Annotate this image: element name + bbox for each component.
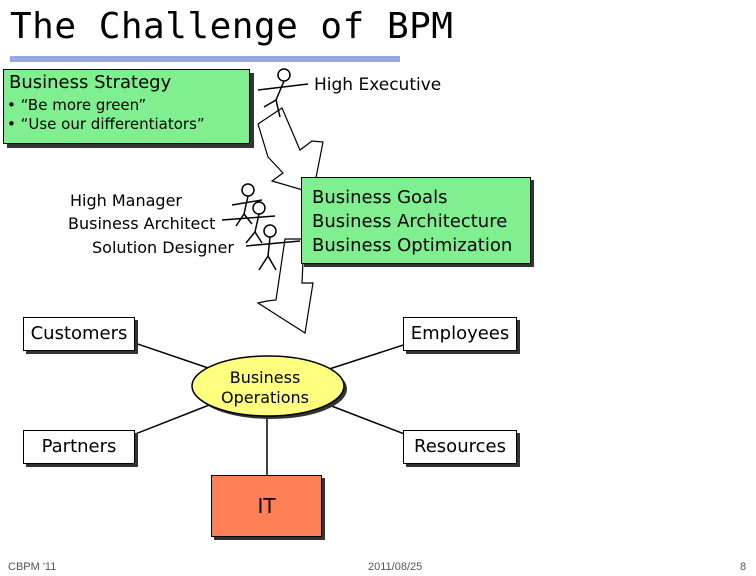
strategy-bullets: • “Be more green” • “Use our differentia…	[7, 96, 205, 134]
footer-date: 2011/08/25	[368, 561, 423, 573]
figure-designer	[245, 224, 301, 271]
partners-box: Partners	[23, 430, 135, 464]
line-to-resources	[315, 399, 421, 441]
resources-box: Resources	[403, 430, 517, 464]
customers-box: Customers	[23, 317, 135, 351]
footer-conference: CBPM '11	[8, 561, 57, 573]
footer-page-number: 8	[740, 561, 747, 573]
role-label: Solution Designer	[92, 238, 234, 257]
title-underline	[10, 56, 400, 62]
operations-line: Operations	[221, 388, 309, 407]
business-strategy-box: Business Strategy • “Be more green” • “U…	[3, 69, 250, 144]
arrow-strategy-to-goals	[257, 107, 324, 194]
figure-manager	[231, 183, 263, 227]
strategy-bullet: • “Be more green”	[7, 96, 147, 114]
role-label: Business Architect	[68, 214, 216, 233]
line-to-partners	[119, 399, 223, 441]
goals-line: Business Goals	[312, 187, 448, 208]
it-box: IT	[211, 475, 322, 537]
figure-executive	[257, 68, 309, 118]
employees-box: Employees	[403, 317, 517, 351]
operations-label: Business Operations	[200, 368, 330, 408]
strategy-heading: Business Strategy	[9, 72, 172, 93]
business-goals-box: Business Goals Business Architecture Bus…	[301, 177, 531, 264]
page-title: The Challenge of BPM	[10, 6, 454, 47]
role-label: High Manager	[70, 191, 182, 210]
operations-line: Business	[229, 368, 301, 387]
strategy-bullet: • “Use our differentiators”	[7, 115, 205, 133]
line-to-customers	[119, 337, 221, 373]
figure-architect	[221, 201, 276, 244]
goals-line: Business Optimization	[312, 235, 513, 256]
executive-label: High Executive	[314, 75, 442, 95]
goals-line: Business Architecture	[312, 211, 508, 232]
operations-ellipse	[191, 355, 345, 417]
